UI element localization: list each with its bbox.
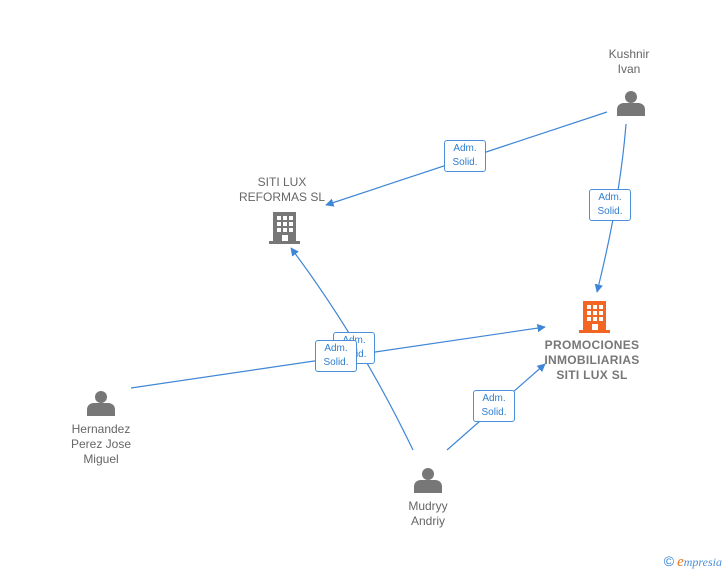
edge-label-mudryy-promociones[interactable]: Adm. Solid. xyxy=(473,390,515,422)
person-icon-kushnir[interactable] xyxy=(617,91,645,116)
node-label-hernandez[interactable]: Hernandez Perez Jose Miguel xyxy=(56,422,146,467)
edge-label-line: Solid. xyxy=(323,357,349,368)
edge-label-line: Adm. xyxy=(324,343,348,354)
empresia-watermark[interactable]: ©empresia xyxy=(664,553,722,571)
label-line: REFORMAS SL xyxy=(238,190,325,204)
node-label-kushnir[interactable]: Kushnir Ivan xyxy=(597,47,661,77)
edge-label-kushnir-promociones[interactable]: Adm. Solid. xyxy=(589,189,631,221)
label-line: Hernandez xyxy=(71,422,131,436)
label-line: SITI LUX xyxy=(257,175,307,189)
copyright-icon: © xyxy=(663,553,675,569)
label-line: Mudryy xyxy=(408,499,448,513)
edge-label-hernandez-promociones[interactable]: Adm. Solid. xyxy=(315,340,357,372)
building-icon-siti-reformas[interactable] xyxy=(269,212,300,244)
brand-name: mpresia xyxy=(683,555,722,569)
building-icon-promociones[interactable] xyxy=(579,301,610,333)
label-line: PROMOCIONES xyxy=(544,338,640,352)
label-line: INMOBILIARIAS xyxy=(544,353,640,367)
label-line: Perez Jose xyxy=(70,437,132,451)
label-line: Ivan xyxy=(617,62,641,76)
node-label-siti-reformas[interactable]: SITI LUX REFORMAS SL xyxy=(232,175,332,205)
edge-label-line: Adm. xyxy=(598,192,622,203)
edge-label-kushnir-siti-reformas[interactable]: Adm. Solid. xyxy=(444,140,486,172)
person-icon-mudryy[interactable] xyxy=(414,468,442,493)
node-label-promociones[interactable]: PROMOCIONES INMOBILIARIAS SITI LUX SL xyxy=(536,338,648,383)
brand-initial: e xyxy=(677,554,684,570)
label-line: Andriy xyxy=(410,514,445,528)
label-line: Miguel xyxy=(83,452,119,466)
edge-label-line: Solid. xyxy=(452,157,478,168)
edge-label-line: Adm. xyxy=(453,143,477,154)
edge-label-line: Solid. xyxy=(481,407,507,418)
person-icon-hernandez[interactable] xyxy=(87,391,115,416)
edge-label-line: Adm. xyxy=(482,393,506,404)
label-line: Kushnir xyxy=(608,47,650,61)
edge-label-line: Solid. xyxy=(597,206,623,217)
label-line: SITI LUX SL xyxy=(556,368,628,382)
node-label-mudryy[interactable]: Mudryy Andriy xyxy=(393,499,463,529)
